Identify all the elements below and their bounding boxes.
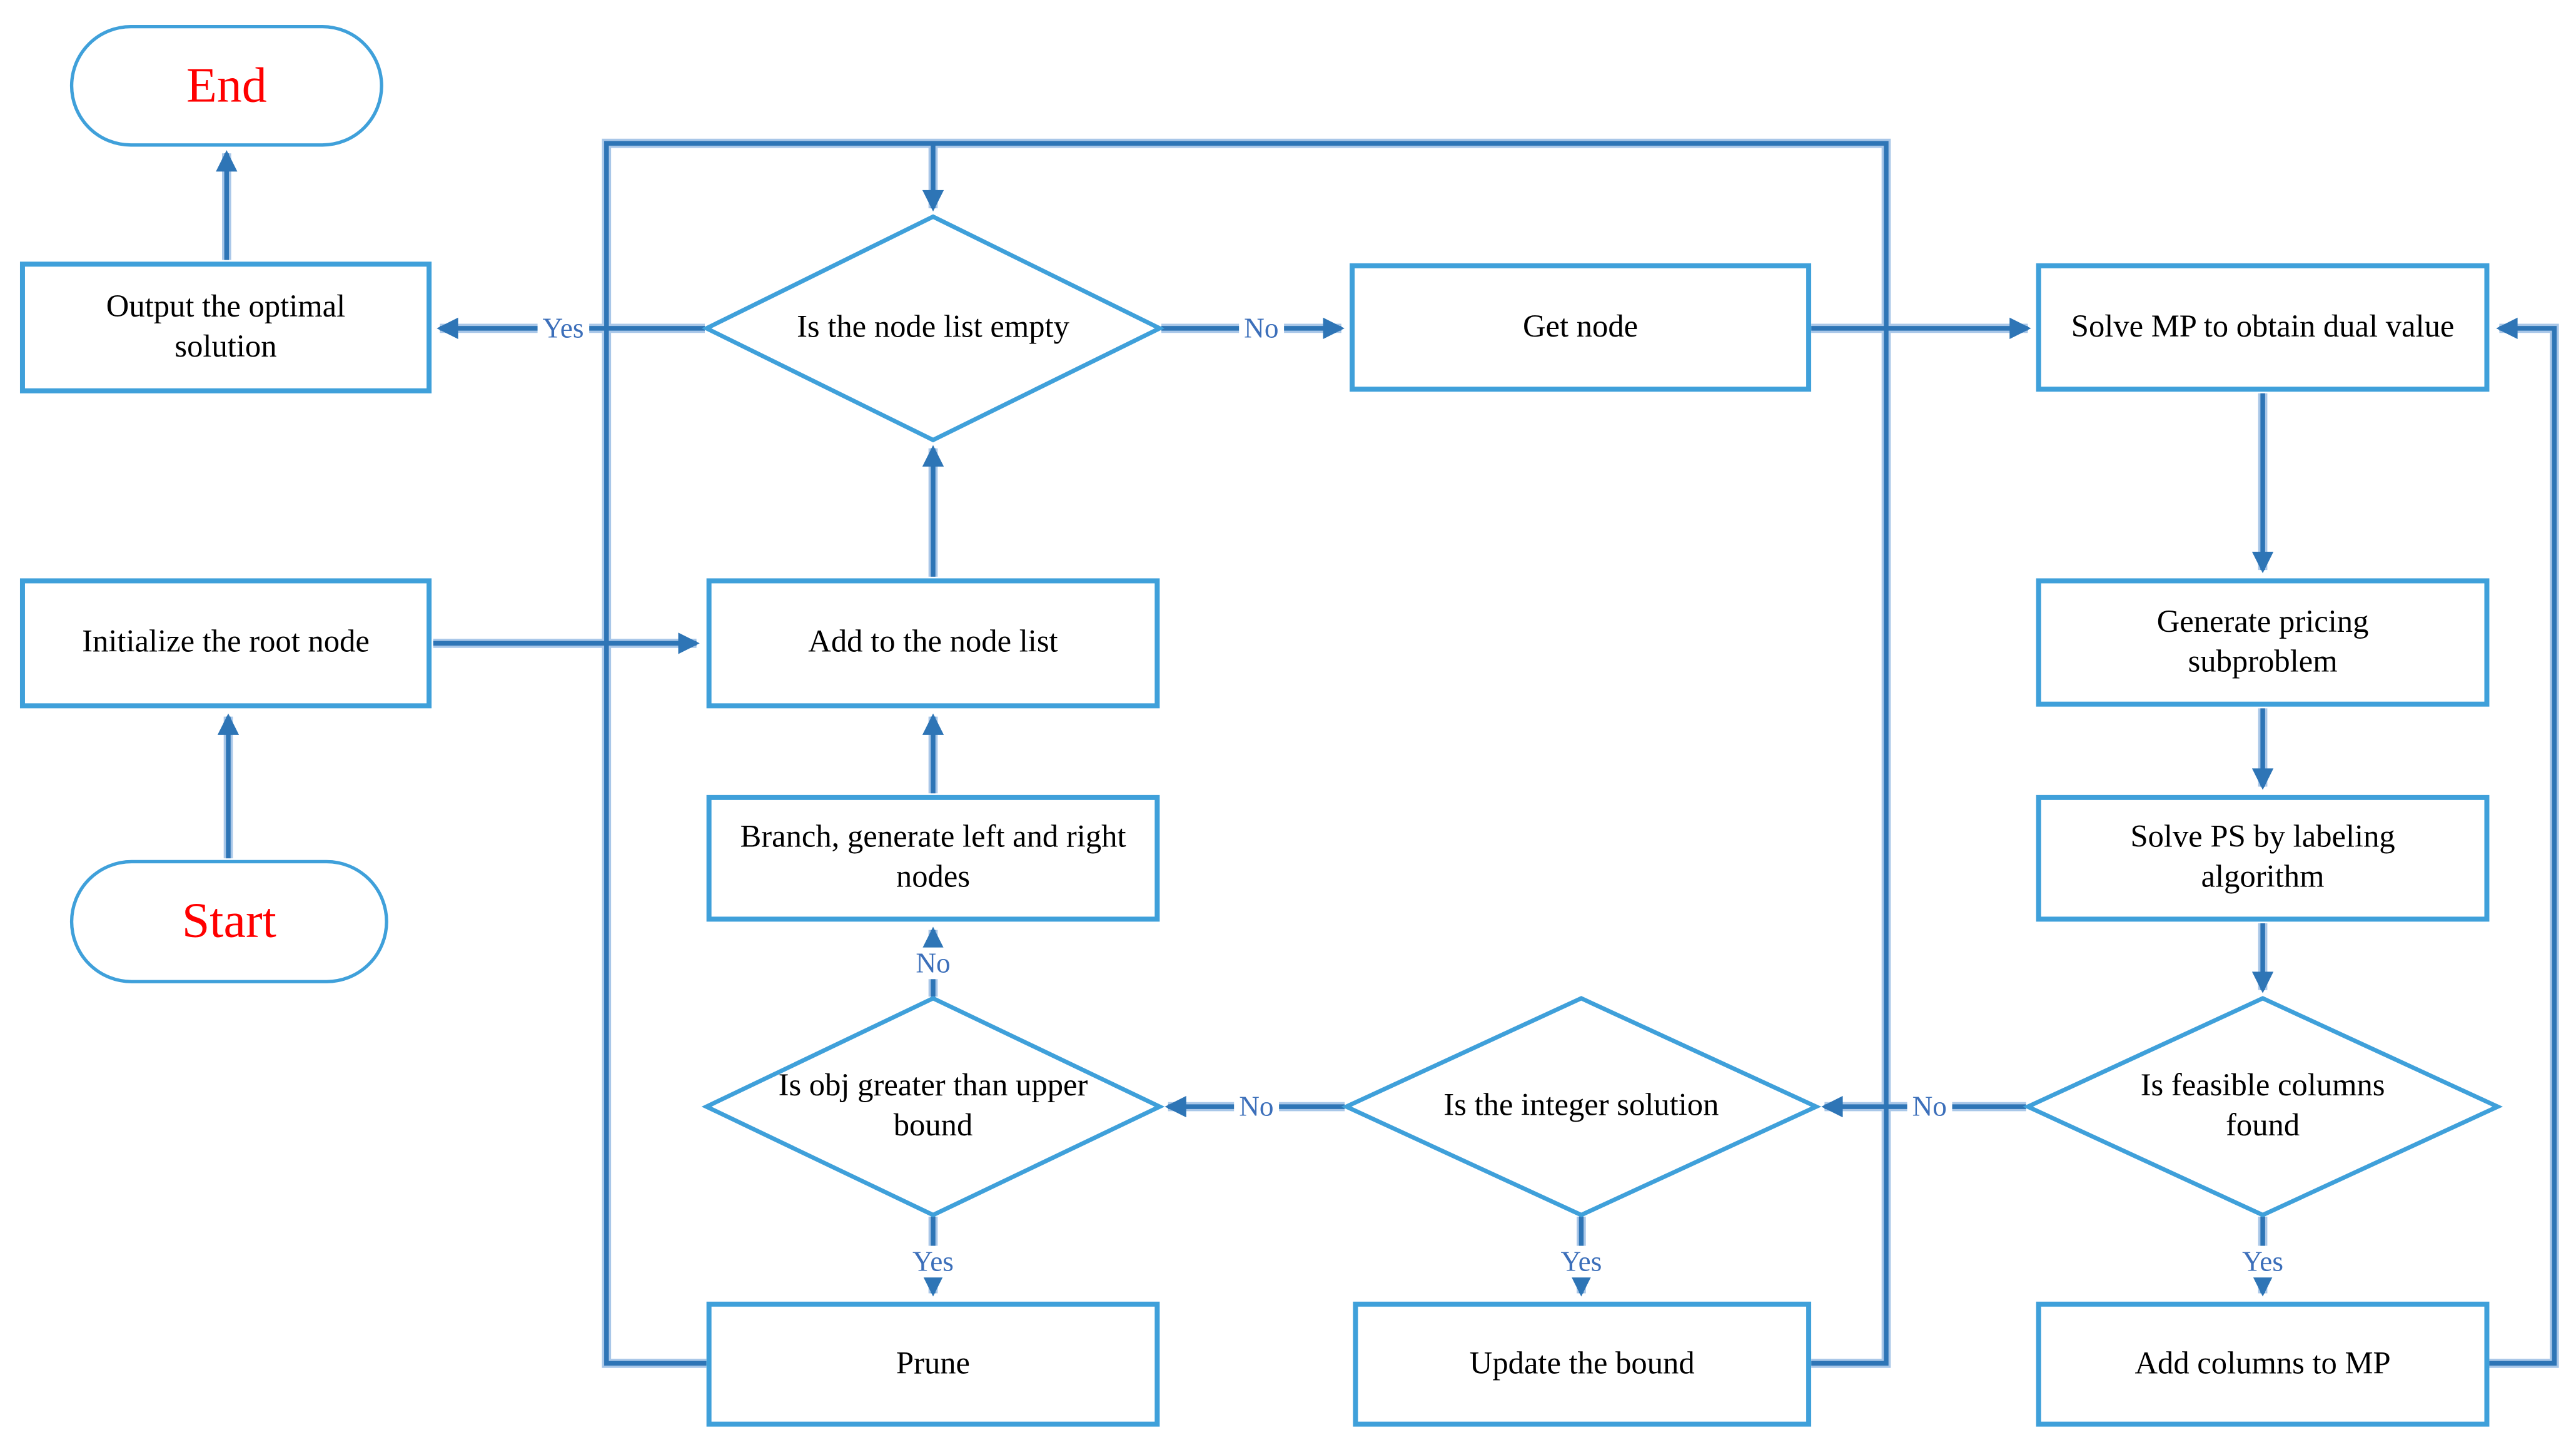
node-end-label: End [186,58,267,113]
node-end: End [69,24,383,147]
node-solve-mp: Solve MP to obtain dual value [2036,263,2490,392]
edge-label-node-list-yes: Yes [537,312,589,345]
node-initialize-root: Initialize the root node [19,578,432,709]
node-solve-ps-label: Solve PS by labeling algorithm [2130,820,2395,895]
node-get-node: Get node [1350,263,1812,392]
edge-label-integer-no: No [1234,1090,1279,1123]
decision-feasible-columns [2023,996,2503,1218]
edge-label-obj-yes: Yes [907,1245,959,1278]
node-add-columns-label: Add columns to MP [2134,1346,2391,1381]
edge-label-obj-no: No [911,947,956,980]
node-add-columns-mp: Add columns to MP [2036,1301,2490,1427]
edge-label-feasible-yes: Yes [2237,1245,2289,1278]
node-start: Start [69,860,388,983]
edge-label-node-list-no: No [1239,312,1284,345]
node-get-node-label: Get node [1522,309,1639,345]
decision-feasible-columns-label: Is feasible columns found [2140,1068,2385,1143]
node-output-optimal-solution: Output the optimal solution [19,261,432,393]
node-solve-ps: Solve PS by labeling algorithm [2036,794,2490,922]
edge-loop-rail [604,141,1889,1366]
decision-obj-greater [701,996,1165,1218]
edge-add-cols-loop-to-solve-mp-halo [2489,323,2559,1368]
node-add-list-label: Add to the node list [808,625,1058,661]
node-prune-label: Prune [896,1346,971,1381]
node-branch-label: Branch, generate left and right nodes [740,820,1126,895]
decision-shape-layer [701,214,2503,1218]
connector-line-layer [216,141,2557,1366]
node-output-label: Output the optimal solution [106,289,346,365]
decision-node-list-empty [701,214,1165,443]
decision-node-list-empty-label: Is the node list empty [797,310,1069,345]
node-initialize-label: Initialize the root node [82,625,370,661]
node-generate-pricing: Generate pricing subproblem [2036,578,2490,707]
edge-label-integer-yes: Yes [1555,1245,1607,1278]
node-update-bound: Update the bound [1353,1301,1812,1427]
edge-label-feasible-no: No [1907,1090,1952,1123]
node-update-bound-label: Update the bound [1469,1346,1695,1381]
node-branch-generate: Branch, generate left and right nodes [706,794,1160,922]
edge-add-cols-loop-to-solve-mp [2489,317,2557,1366]
node-start-label: Start [181,893,276,949]
decision-obj-greater-label: Is obj greater than upper bound [778,1068,1088,1143]
node-prune: Prune [706,1301,1160,1427]
node-solve-mp-label: Solve MP to obtain dual value [2071,309,2455,345]
node-add-to-node-list: Add to the node list [706,578,1160,709]
node-generate-pricing-label: Generate pricing subproblem [2156,604,2369,679]
decision-integer-solution-label: Is the integer solution [1443,1088,1719,1124]
decision-integer-solution [1341,996,1822,1218]
